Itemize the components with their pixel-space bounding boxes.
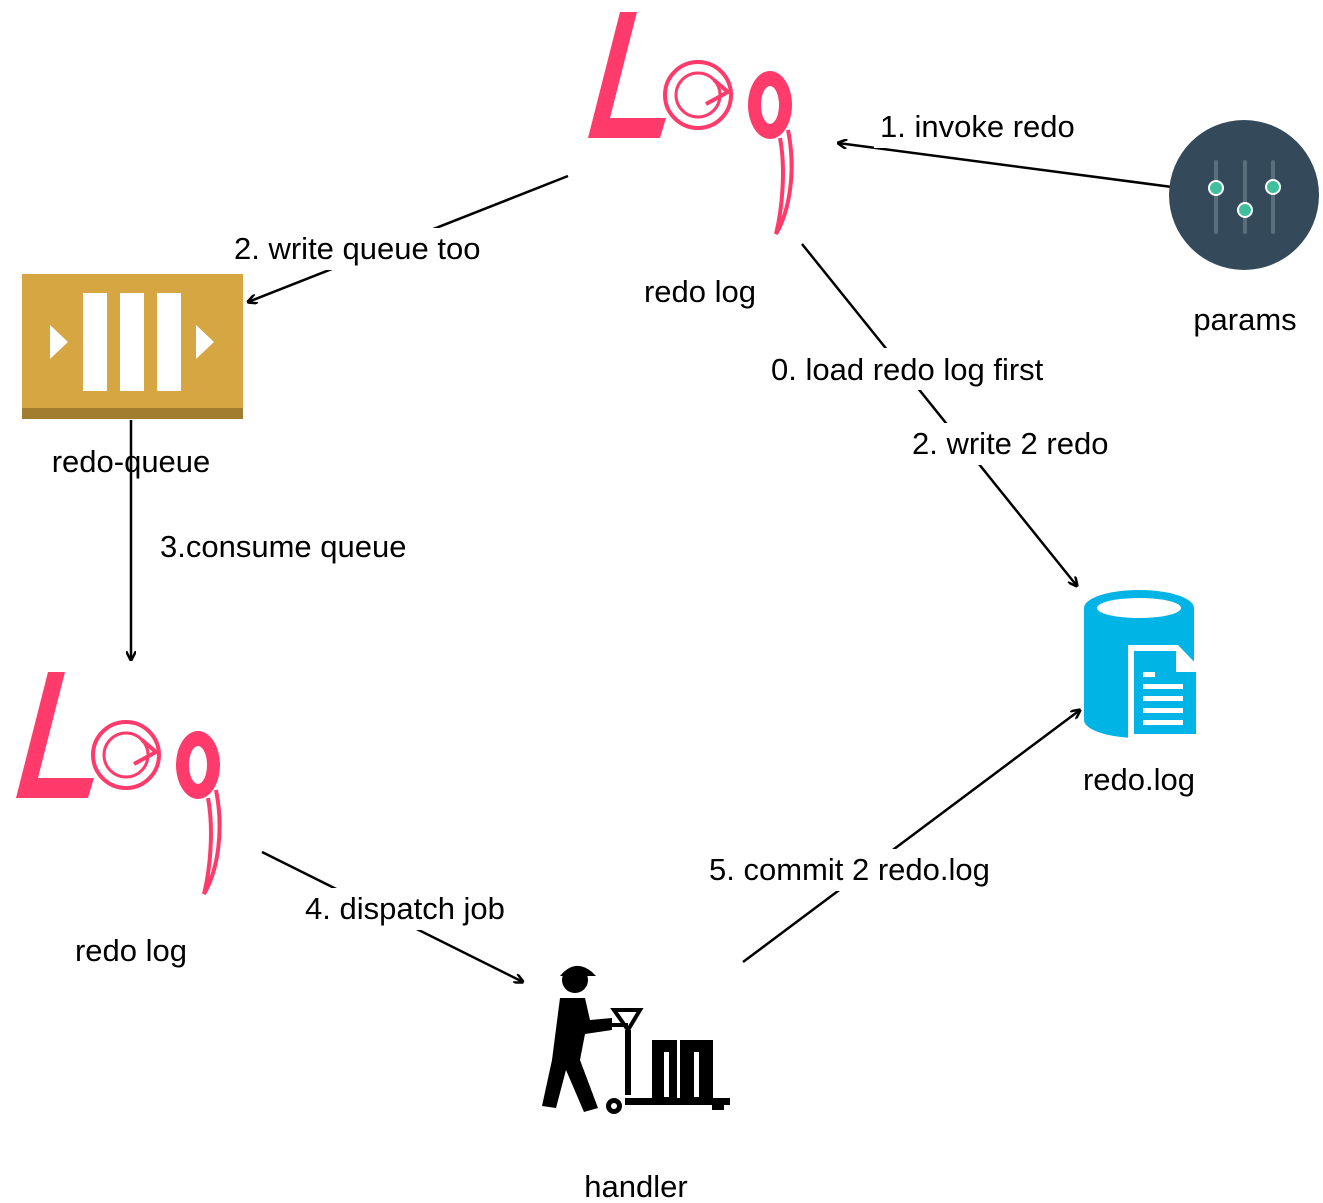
node-label-log-top: redo log [644, 274, 756, 309]
node-redo-file[interactable]: redo.log [1083, 590, 1202, 797]
log-icon [14, 670, 222, 896]
node-queue[interactable]: redo-queue [22, 274, 243, 479]
node-label-redo-file: redo.log [1083, 762, 1195, 797]
edge-commit [742, 710, 1080, 964]
node-label-handler: handler [584, 1169, 687, 1203]
pallet-jack-worker-icon [542, 965, 730, 1114]
node-label-log-bottom: redo log [75, 933, 187, 968]
edge-label-write-queue: 2. write queue too [234, 231, 480, 266]
log-icon [586, 10, 794, 236]
node-params[interactable]: params [1169, 120, 1319, 337]
node-handler[interactable]: handler [542, 965, 730, 1203]
node-log-bottom[interactable]: redo log [14, 670, 222, 968]
node-label-queue: redo-queue [52, 444, 211, 479]
edge-label-dispatch: 4. dispatch job [305, 891, 505, 926]
edge-label-load: 0. load redo log first [771, 352, 1044, 387]
sliders-icon [1169, 120, 1319, 270]
edge-label-commit: 5. commit 2 redo.log [709, 852, 990, 887]
edge-load-write-redo [801, 243, 1077, 586]
edge-invoke [838, 143, 1173, 189]
node-log-top[interactable]: redo log [586, 10, 794, 309]
queue-icon [22, 274, 243, 419]
edge-label-write-redo: 2. write 2 redo [912, 426, 1108, 461]
edge-label-invoke: 1. invoke redo [880, 109, 1075, 144]
node-label-params: params [1193, 302, 1296, 337]
edge-label-consume: 3.consume queue [160, 529, 406, 564]
database-document-icon [1084, 590, 1202, 740]
